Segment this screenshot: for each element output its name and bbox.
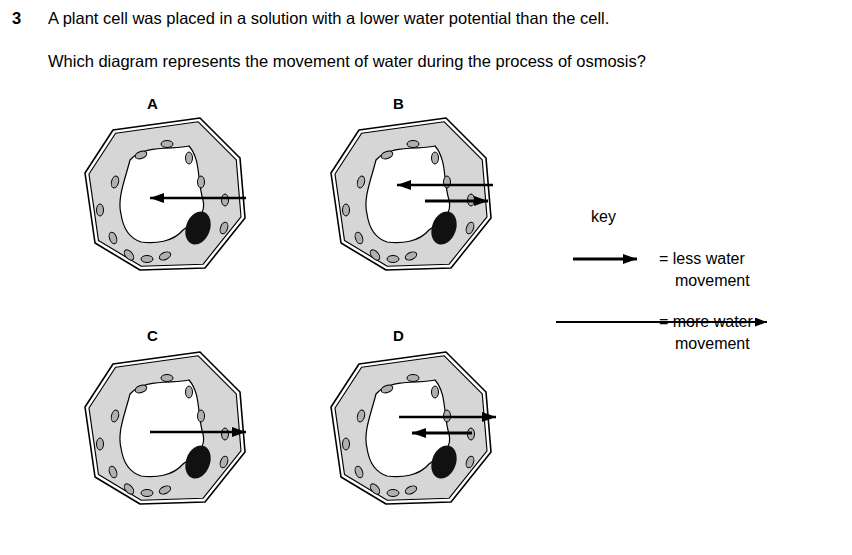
water-arrow bbox=[425, 200, 488, 203]
option-letter: D bbox=[393, 325, 423, 347]
option-letter: C bbox=[147, 325, 177, 347]
option-letter: B bbox=[393, 93, 423, 115]
option-letter: A bbox=[147, 93, 177, 115]
water-arrow bbox=[150, 431, 246, 433]
question-text: A plant cell was placed in a solution wi… bbox=[48, 7, 838, 29]
legend-text: = less water movement bbox=[659, 248, 789, 292]
question-text: Which diagram represents the movement of… bbox=[48, 50, 838, 72]
plant-cell bbox=[331, 352, 491, 504]
legend-text: = more water movement bbox=[659, 311, 789, 355]
water-arrow bbox=[397, 184, 493, 186]
plant-cell bbox=[85, 118, 245, 270]
water-arrow bbox=[399, 416, 496, 418]
plant-cell bbox=[331, 118, 491, 270]
question-number: 3 bbox=[12, 7, 42, 29]
legend-arrow bbox=[573, 257, 637, 260]
plant-cell bbox=[85, 352, 245, 504]
water-arrow bbox=[150, 197, 246, 199]
water-arrow bbox=[412, 432, 472, 435]
key-heading: key bbox=[591, 206, 651, 228]
